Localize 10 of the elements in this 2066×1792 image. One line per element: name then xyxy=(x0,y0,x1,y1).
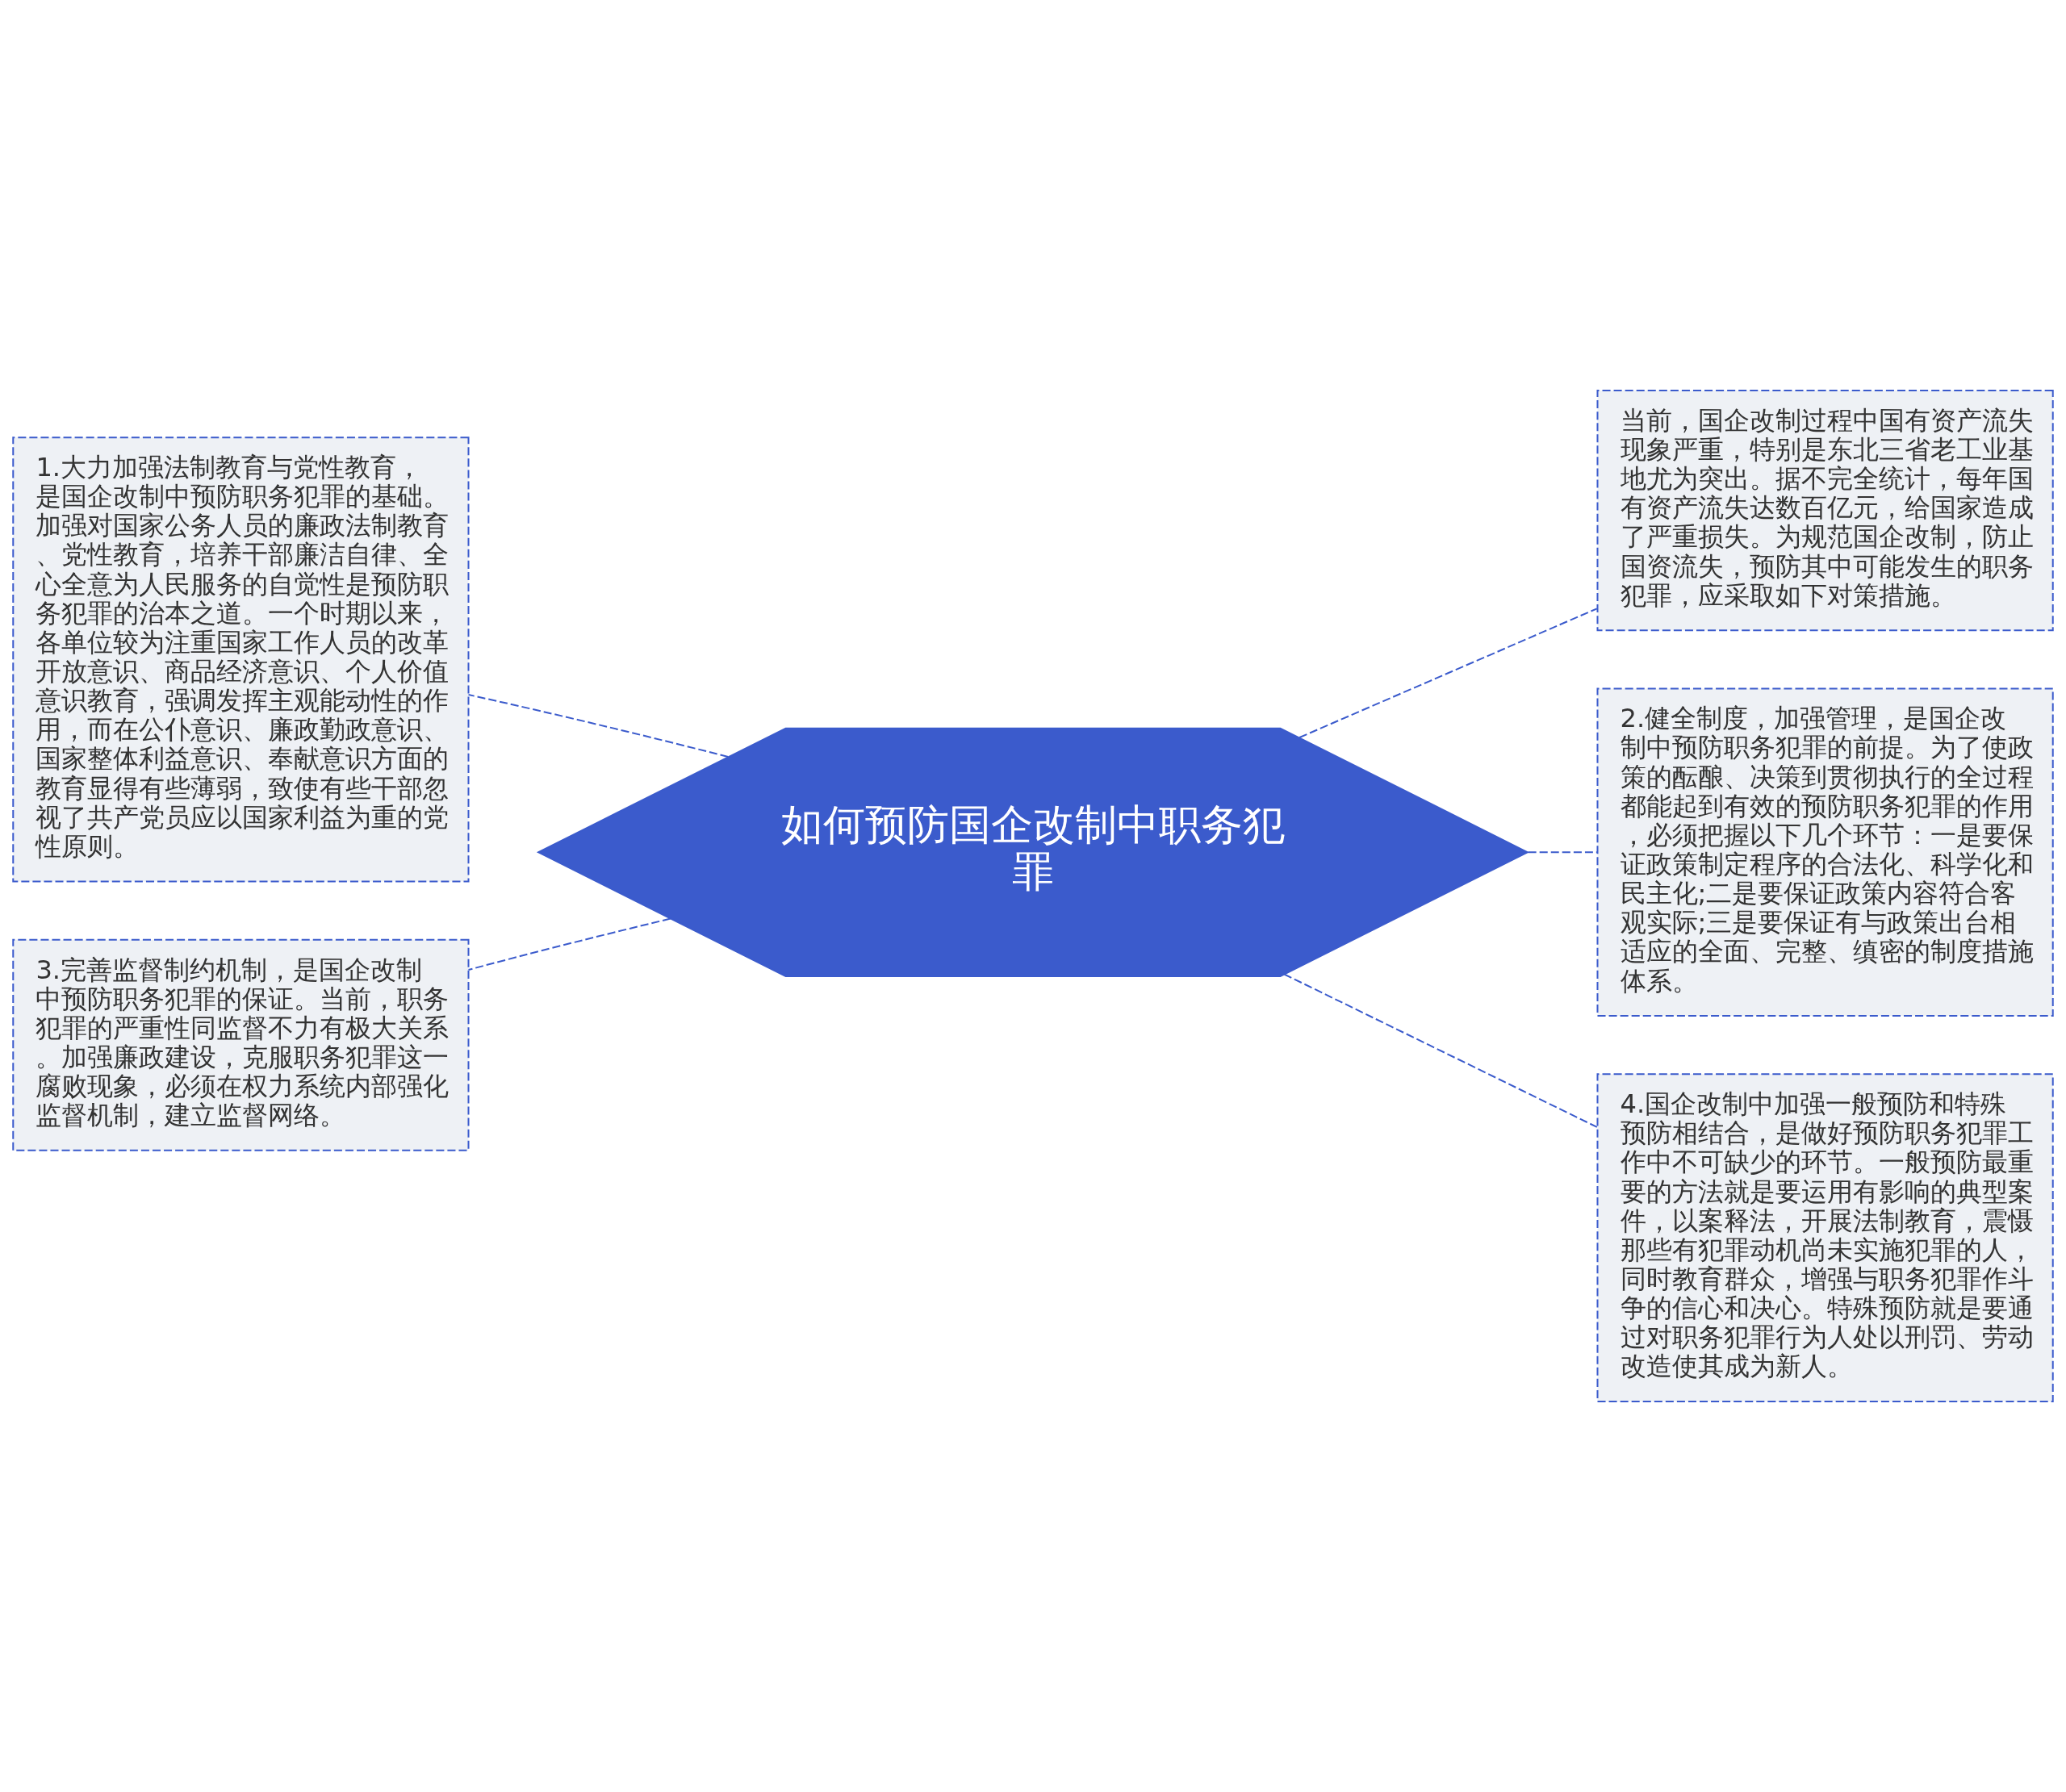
connector xyxy=(1299,608,1598,738)
connector xyxy=(468,694,729,758)
node-box: 1.大力加强法制教育与党性教育，是国企改制中预防职务犯罪的基础。加强对国家公务人员的廉政法制教育、党性教育，培养干部廉洁自律、全心全意为人民服务的自觉性是预防职务犯罪的治本之道。一个时期以来，各单位较为注重国家工作人员的改革开放意识、商品经济意识、个人价值意识教育，强调发挥主观能动性的作用，而在公仆意识、廉政勤政意识、国家整体利益意识、奉献意识方面的教育显得有些薄弱，致使有些干部忽视了共产党员应以国家利益为重的党性原则。 xyxy=(12,437,470,883)
node-box: 4.国企改制中加强一般预防和特殊预防相结合，是做好预防职务犯罪工作中不可缺少的环节。一般预防最重要的方法就是要运用有影响的典型案件，以案释法，开展法制教育，震慑那些有犯罪动机尚未实施犯罪的人，同时教育群众，增强与职务犯罪作斗争的信心和决心。特殊预防就是要通过对职务犯罪行为人处以刑罚、劳动改造使其成为新人。 xyxy=(1596,1073,2054,1402)
connector xyxy=(1528,851,1597,854)
connector xyxy=(468,917,671,971)
node-box: 3.完善监督制约机制，是国企改制中预防职务犯罪的保证。当前，职务犯罪的严重性同监督不力有极大关系。加强廉政建设，克服职务犯罪这一腐败现象，必须在权力系统内部强化监督机制，建立监督网络。 xyxy=(12,938,470,1151)
node-box: 2.健全制度，加强管理，是国企改制中预防职务犯罪的前提。为了使政策的酝酿、决策到贯彻执行的全过程都能起到有效的预防职务犯罪的作用，必须把握以下几个环节：一是要保证政策制定程序的合法化、科学化和民主化;二是要保证政策内容符合客观实际;三是要保证有与政策出台相适应的全面、完整、缜密的制度措施体系。 xyxy=(1596,687,2054,1017)
node-box: 当前，国企改制过程中国有资产流失现象严重，特别是东北三省老工业基地尤为突出。据不完全统计，每年国有资产流失达数百亿元，给国家造成了严重损失。为规范国企改制，防止国资流失，预防其中可能发生的职务犯罪，应采取如下对策措施。 xyxy=(1596,390,2054,632)
connector xyxy=(1283,973,1598,1128)
